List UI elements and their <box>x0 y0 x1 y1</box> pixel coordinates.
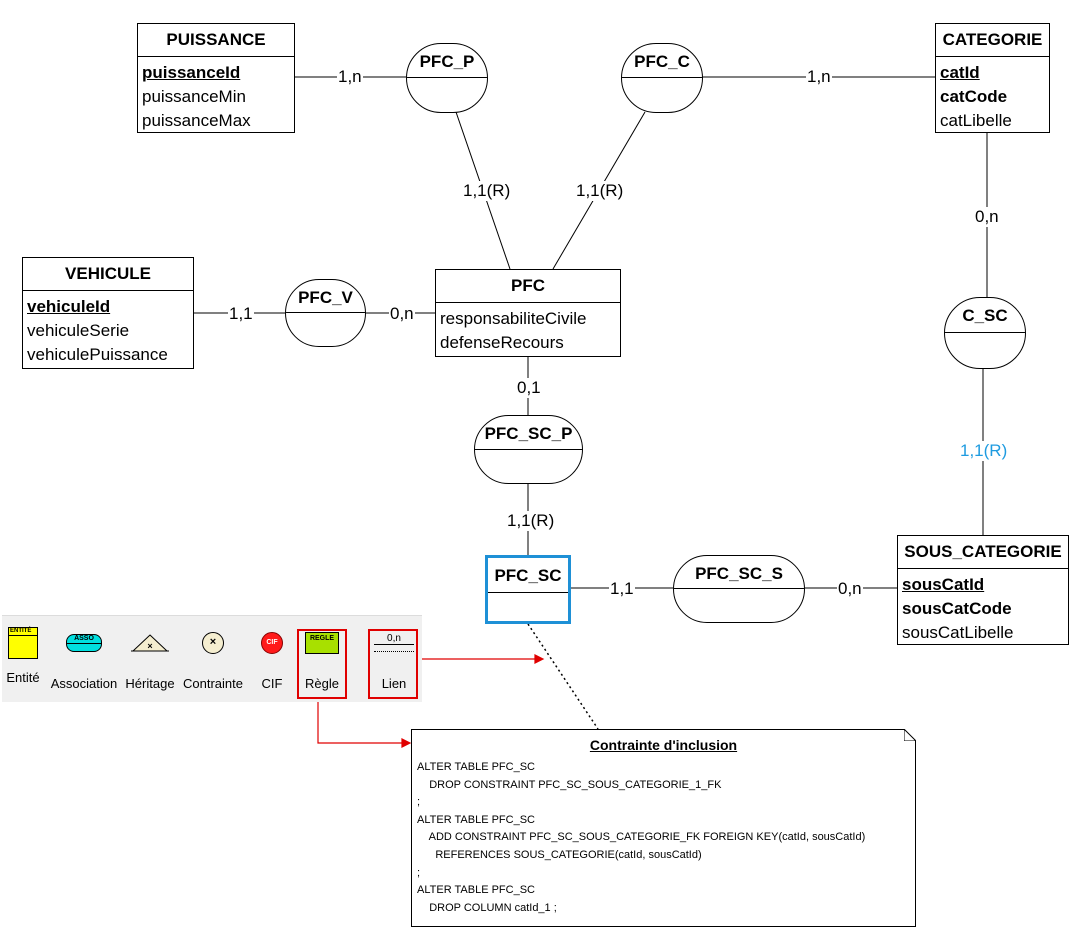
note-line: DROP COLUMN catId_1 ; <box>417 901 557 914</box>
association-pfc-p[interactable]: PFC_P <box>406 43 488 113</box>
inclusion-constraint-note[interactable]: Contrainte d'inclusion ALTER TABLE PFC_S… <box>411 729 916 927</box>
attribute-pk: puissanceId <box>142 63 241 82</box>
highlight-rule-tool <box>297 629 347 699</box>
note-line: ALTER TABLE PFC_SC <box>417 761 535 773</box>
tool-label: Héritage <box>125 676 175 691</box>
entity-vehicule[interactable]: VEHICULE vehiculeId vehiculeSerie vehicu… <box>22 257 194 369</box>
note-anchor-dotted-line <box>527 623 599 730</box>
attribute: responsabiliteCivile <box>440 309 587 328</box>
tool-link[interactable]: 0,n Lien <box>372 622 416 691</box>
note-title: Contrainte d'inclusion <box>589 737 738 753</box>
arrow-head-regle <box>401 738 412 748</box>
note-line: DROP CONSTRAINT PFC_SC_SOUS_CATEGORIE_1_… <box>417 778 722 791</box>
association-title: PFC_C <box>622 44 702 78</box>
modeling-toolbar: ENTITÉ Entité ASSO Association × Héritag… <box>2 615 422 702</box>
tool-association[interactable]: ASSO Association <box>48 622 120 691</box>
cardinality-label: 0,1 <box>516 378 542 398</box>
entity-icon: ENTITÉ <box>2 627 44 659</box>
association-pfc-sc-p[interactable]: PFC_SC_P <box>474 415 583 484</box>
entity-categorie[interactable]: CATEGORIE catId catCode catLibelle <box>935 23 1050 133</box>
association-title: PFC_SC_P <box>475 416 582 450</box>
svg-text:×: × <box>147 641 152 651</box>
cardinality-label: 1,1 <box>228 304 254 324</box>
heritage-icon: × <box>122 628 178 658</box>
tool-label: Règle <box>305 676 339 691</box>
entity-puissance[interactable]: PUISSANCE puissanceId puissanceMin puiss… <box>137 23 295 133</box>
attribute: defenseRecours <box>440 333 564 352</box>
attribute-pk: catId <box>940 63 980 82</box>
cif-icon-text: CIF <box>261 632 283 654</box>
attribute: vehiculePuissance <box>27 345 168 364</box>
tool-label: Lien <box>381 676 407 691</box>
cardinality-label: 0,n <box>837 579 863 599</box>
cardinality-label: 1,n <box>806 67 832 87</box>
cif-icon: CIF <box>254 628 290 658</box>
entity-title: VEHICULE <box>23 258 193 291</box>
cardinality-label: 1,n <box>337 67 363 87</box>
tool-heritage[interactable]: × Héritage <box>122 622 178 691</box>
note-line: ; <box>417 866 421 879</box>
tool-constraint[interactable]: × Contrainte <box>180 622 246 691</box>
link-icon: 0,n <box>372 628 416 658</box>
cardinality-label: 1,1(R) <box>575 181 625 201</box>
tool-entity[interactable]: ENTITÉ Entité <box>2 622 44 685</box>
association-icon-text: ASSO <box>67 635 101 644</box>
attribute: puissanceMin <box>142 87 246 106</box>
entity-title: CATEGORIE <box>936 24 1049 57</box>
highlight-link-tool <box>368 629 418 699</box>
tool-rule[interactable]: REGLE Règle <box>300 622 344 691</box>
tool-label: Entité <box>6 670 40 685</box>
cardinality-label: 1,1 <box>609 579 635 599</box>
arrow-head-lien <box>534 654 545 664</box>
tool-cif[interactable]: CIF CIF <box>254 622 290 691</box>
entity-sous-categorie[interactable]: SOUS_CATEGORIE sousCatId sousCatCode sou… <box>897 535 1069 645</box>
tool-label: Association <box>50 676 118 691</box>
attribute-pk: vehiculeId <box>27 297 111 316</box>
tool-label: Contrainte <box>183 676 243 691</box>
attribute-identifier: sousCatCode <box>902 599 1012 618</box>
note-line: ; <box>417 796 421 809</box>
note-fold-corner <box>904 729 916 741</box>
association-c-sc[interactable]: C_SC <box>944 297 1026 369</box>
association-pfc-v[interactable]: PFC_V <box>285 279 366 347</box>
entity-pfc[interactable]: PFC responsabiliteCivile defenseRecours <box>435 269 621 357</box>
arrow-regle-to-note <box>317 699 403 744</box>
note-line: ALTER TABLE PFC_SC <box>417 884 535 897</box>
attribute-pk: sousCatId <box>902 575 985 594</box>
cardinality-label: 1,1(R) <box>462 181 512 201</box>
rule-icon: REGLE <box>300 628 344 658</box>
cardinality-label: 1,1(R) <box>959 441 1009 461</box>
entity-title: SOUS_CATEGORIE <box>898 536 1068 569</box>
link-icon-text: 0,n <box>374 634 414 645</box>
attribute: vehiculeSerie <box>27 321 130 340</box>
association-title: C_SC <box>945 298 1025 333</box>
association-title: PFC_V <box>286 280 365 313</box>
association-pfc-c[interactable]: PFC_C <box>621 43 703 113</box>
note-line: ALTER TABLE PFC_SC <box>417 813 535 826</box>
attribute-identifier: catCode <box>940 87 1008 106</box>
cardinality-label: 1,1(R) <box>506 511 556 531</box>
note-line: REFERENCES SOUS_CATEGORIE(catId, sousCat… <box>417 848 702 861</box>
attribute: sousCatLibelle <box>902 623 1014 642</box>
entity-pfc-sc[interactable]: PFC_SC <box>485 555 571 624</box>
entity-icon-text: ENTITÉ <box>9 628 37 636</box>
association-title: PFC_SC_S <box>674 556 804 589</box>
rule-icon-text: REGLE <box>305 632 339 654</box>
attribute: puissanceMax <box>142 111 251 130</box>
association-title: PFC_P <box>407 44 487 78</box>
note-line: ADD CONSTRAINT PFC_SC_SOUS_CATEGORIE_FK … <box>417 831 866 844</box>
cardinality-label: 0,n <box>389 304 415 324</box>
association-icon: ASSO <box>48 628 120 658</box>
attribute: catLibelle <box>940 111 1012 130</box>
entity-title: PFC_SC <box>488 558 568 593</box>
association-pfc-sc-s[interactable]: PFC_SC_S <box>673 555 805 623</box>
cardinality-label: 0,n <box>974 207 1000 227</box>
entity-title: PFC <box>436 270 620 303</box>
tool-label: CIF <box>261 676 283 691</box>
constraint-icon: × <box>180 628 246 658</box>
entity-title: PUISSANCE <box>138 24 294 57</box>
